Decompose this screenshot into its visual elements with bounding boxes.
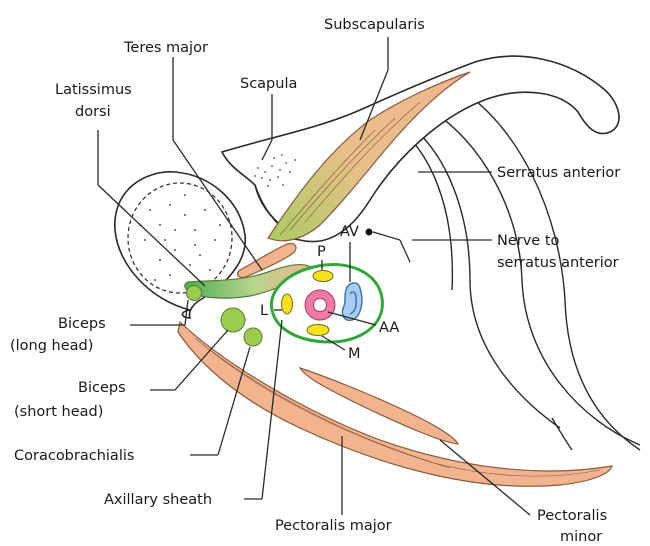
coracobrachialis-muscle bbox=[244, 328, 262, 346]
label-nerve-line2: serratus anterior bbox=[497, 255, 619, 271]
label-coracobrachialis: Coracobrachialis bbox=[14, 448, 134, 464]
label-pectoralis-major: Pectoralis major bbox=[275, 518, 392, 534]
pectoralis-major-muscle bbox=[178, 322, 612, 486]
label-scapula: Scapula bbox=[240, 76, 297, 92]
label-axillary-vein: AV bbox=[340, 224, 359, 240]
lateral-cord bbox=[282, 294, 293, 314]
nerve-to-serratus-dot bbox=[366, 229, 373, 236]
label-subscapularis: Subscapularis bbox=[324, 17, 425, 33]
posterior-cord bbox=[313, 271, 333, 282]
label-biceps-short-line1: Biceps bbox=[78, 380, 126, 396]
label-posterior-cord: P bbox=[317, 244, 326, 260]
label-pectoralis-minor-line1: Pectoralis bbox=[537, 508, 607, 524]
label-pectoralis-minor-line2: minor bbox=[560, 529, 602, 545]
label-latissimus-line1: Latissimus bbox=[55, 82, 132, 98]
label-lateral-cord: L bbox=[260, 303, 268, 319]
label-serratus-anterior: Serratus anterior bbox=[497, 165, 620, 181]
label-nerve-line1: Nerve to bbox=[497, 233, 560, 249]
label-axillary-sheath: Axillary sheath bbox=[104, 492, 212, 508]
label-biceps-short-line2: (short head) bbox=[14, 404, 103, 420]
label-teres-major: Teres major bbox=[123, 40, 208, 56]
label-biceps-long-line2: (long head) bbox=[10, 338, 93, 354]
label-biceps-long-line1: Biceps bbox=[58, 316, 106, 332]
biceps-short-head bbox=[221, 308, 245, 332]
medial-cord bbox=[307, 325, 329, 336]
label-latissimus-line2: dorsi bbox=[75, 104, 111, 120]
label-medial-cord: M bbox=[348, 346, 361, 362]
biceps-long-head bbox=[187, 286, 202, 301]
axillary-artery bbox=[305, 290, 335, 320]
label-axillary-artery: AA bbox=[379, 320, 399, 336]
